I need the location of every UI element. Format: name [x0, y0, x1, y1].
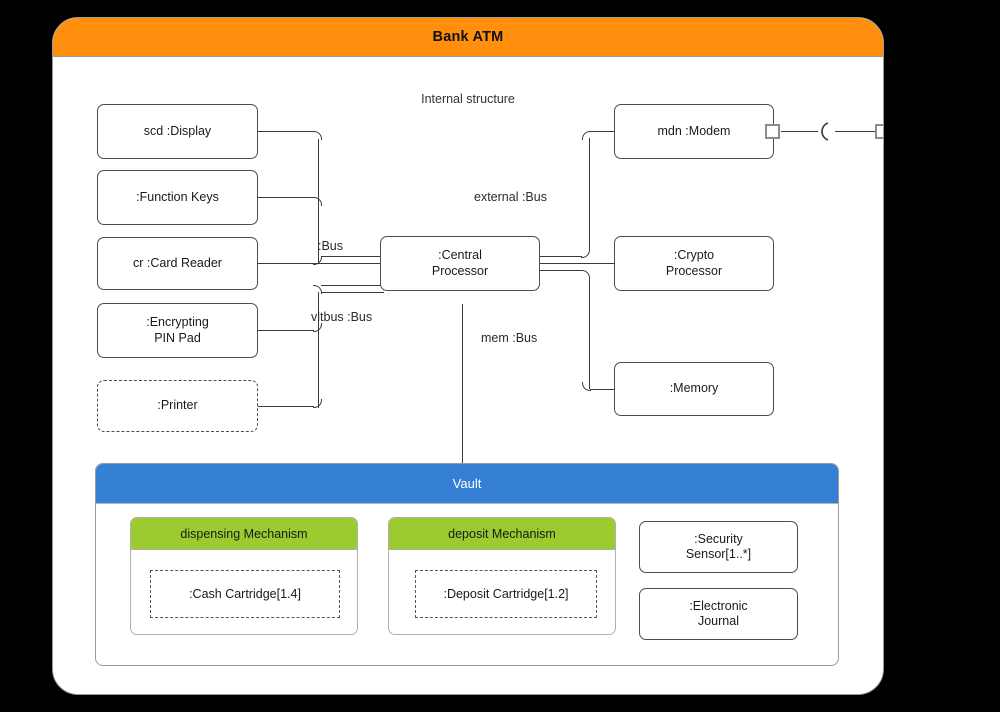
part-security-sensor[interactable]: :Security Sensor[1..*] [639, 521, 798, 573]
crypto-bus-line [540, 263, 615, 264]
external-bus-elbow-bottom [581, 249, 590, 258]
printer-connector-line [258, 406, 314, 407]
external-bus-vertical-line [589, 138, 590, 250]
memory-bus-elbow-top [581, 270, 590, 279]
page-title: Bank ATM [53, 18, 883, 57]
vault-title: Vault [96, 464, 838, 504]
part-printer[interactable]: :Printer [97, 380, 258, 432]
bus-strand-2 [321, 292, 384, 293]
bus-lower-join-line [321, 285, 384, 286]
diagram-caption: Internal structure [421, 92, 515, 106]
memory-bus-elbow-bottom [582, 382, 591, 391]
display-elbow [313, 131, 322, 140]
memory-bus-lower-line [590, 389, 615, 390]
external-bus-lower-line [540, 256, 582, 257]
modem-external-link-right [835, 131, 876, 132]
external-bus-elbow-top [582, 131, 591, 140]
part-memory[interactable]: :Memory [614, 362, 774, 416]
pin-pad-elbow [313, 323, 322, 332]
connector-label-peripheral-bus: :Bus [318, 239, 344, 253]
connector-label-external-bus: external :Bus [474, 190, 547, 204]
part-display[interactable]: scd :Display [97, 104, 258, 159]
square-port-icon[interactable] [875, 124, 883, 139]
bus-strand-1 [321, 256, 384, 257]
vault-bus-vertical-line [462, 304, 463, 464]
external-bus-upper-line [590, 131, 615, 132]
part-deposit-cartridge[interactable]: :Deposit Cartridge[1.2] [415, 570, 597, 618]
part-card-reader[interactable]: cr :Card Reader [97, 237, 258, 290]
printer-elbow [313, 399, 322, 408]
part-function-keys[interactable]: :Function Keys [97, 170, 258, 225]
deposit-mechanism-title: deposit Mechanism [389, 518, 615, 550]
function-keys-elbow [313, 197, 322, 206]
dispensing-mechanism-title: dispensing Mechanism [131, 518, 357, 550]
bus-lower-join-elbow [313, 285, 322, 294]
part-electronic-journal[interactable]: :Electronic Journal [639, 588, 798, 640]
memory-bus-upper-line [540, 270, 582, 271]
part-modem[interactable]: mdn :Modem [614, 104, 774, 159]
bus-trunk-lower-line [318, 292, 319, 408]
part-central-processor[interactable]: :Central Processor [380, 236, 540, 291]
part-cash-cartridge[interactable]: :Cash Cartridge[1.4] [150, 570, 340, 618]
pin-pad-connector-line [258, 330, 314, 331]
modem-external-link-left [781, 131, 818, 132]
part-deposit-mechanism[interactable]: deposit Mechanism :Deposit Cartridge[1.2… [388, 517, 616, 635]
connector-label-memory-bus: mem :Bus [481, 331, 538, 345]
part-dispensing-mechanism[interactable]: dispensing Mechanism :Cash Cartridge[1.4… [130, 517, 358, 635]
function-keys-connector-line [258, 197, 314, 198]
connector-label-vault-bus: vltbus :Bus [311, 310, 373, 324]
display-connector-line [258, 131, 314, 132]
socket-icon [816, 121, 830, 142]
square-port-icon[interactable] [765, 124, 780, 139]
part-encrypting-pin-pad[interactable]: :Encrypting PIN Pad [97, 303, 258, 358]
part-crypto-processor[interactable]: :Crypto Processor [614, 236, 774, 291]
bus-upper-join-line [321, 263, 384, 264]
memory-bus-vertical-line [589, 277, 590, 389]
